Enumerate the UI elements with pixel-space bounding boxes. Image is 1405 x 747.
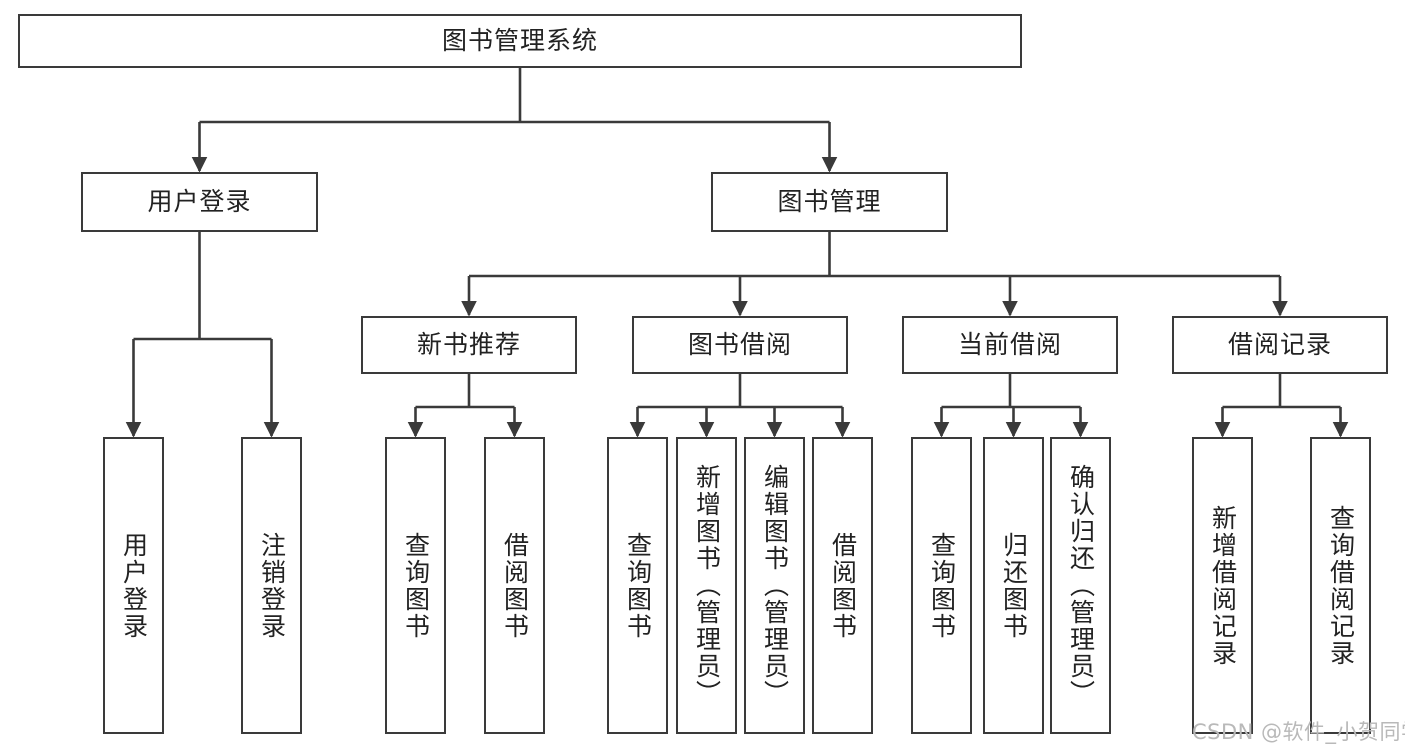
node-label-new-book-recommend: 新书推荐 bbox=[416, 330, 521, 360]
node-label-book-borrow: 图书借阅 bbox=[687, 330, 792, 360]
node-leaf-query-book-borrow[interactable]: 查询图书 bbox=[607, 437, 668, 734]
node-new-book-recommend[interactable]: 新书推荐 bbox=[361, 316, 577, 374]
node-current-borrow[interactable]: 当前借阅 bbox=[902, 316, 1118, 374]
node-label-current-borrow: 当前借阅 bbox=[957, 330, 1062, 360]
node-label-user-login: 用户登录 bbox=[147, 187, 252, 217]
node-label-leaf-confirm-return-admin: 确认归还（管理员） bbox=[1066, 464, 1096, 707]
node-leaf-confirm-return-admin[interactable]: 确认归还（管理员） bbox=[1050, 437, 1111, 734]
node-label-leaf-add-borrow-record: 新增借阅记录 bbox=[1208, 504, 1238, 667]
node-label-root: 图书管理系统 bbox=[441, 26, 598, 56]
node-leaf-add-book-admin[interactable]: 新增图书（管理员） bbox=[676, 437, 737, 734]
node-label-leaf-query-book-current: 查询图书 bbox=[927, 531, 957, 640]
node-leaf-add-borrow-record[interactable]: 新增借阅记录 bbox=[1192, 437, 1253, 734]
node-leaf-user-logout[interactable]: 注销登录 bbox=[241, 437, 302, 734]
watermark-text: CSDN @软件_小贺同学 bbox=[1192, 720, 1405, 744]
node-borrow-record[interactable]: 借阅记录 bbox=[1172, 316, 1388, 374]
node-label-leaf-borrow-book-rec: 借阅图书 bbox=[500, 531, 530, 640]
node-leaf-query-book-rec[interactable]: 查询图书 bbox=[385, 437, 446, 734]
node-label-borrow-record: 借阅记录 bbox=[1227, 330, 1332, 360]
node-user-login[interactable]: 用户登录 bbox=[81, 172, 318, 232]
node-label-leaf-query-book-borrow: 查询图书 bbox=[623, 531, 653, 640]
node-label-leaf-borrow-book: 借阅图书 bbox=[828, 531, 858, 640]
node-label-leaf-user-login: 用户登录 bbox=[119, 531, 149, 640]
node-book-borrow[interactable]: 图书借阅 bbox=[632, 316, 848, 374]
node-label-leaf-add-book-admin: 新增图书（管理员） bbox=[692, 464, 722, 707]
node-leaf-query-book-current[interactable]: 查询图书 bbox=[911, 437, 972, 734]
node-label-leaf-return-book: 归还图书 bbox=[999, 531, 1029, 640]
node-leaf-edit-book-admin[interactable]: 编辑图书（管理员） bbox=[744, 437, 805, 734]
node-leaf-query-borrow-record[interactable]: 查询借阅记录 bbox=[1310, 437, 1371, 734]
node-leaf-user-login[interactable]: 用户登录 bbox=[103, 437, 164, 734]
node-label-leaf-user-logout: 注销登录 bbox=[257, 531, 287, 640]
node-root[interactable]: 图书管理系统 bbox=[18, 14, 1022, 68]
node-leaf-return-book[interactable]: 归还图书 bbox=[983, 437, 1044, 734]
node-book-management[interactable]: 图书管理 bbox=[711, 172, 948, 232]
node-label-leaf-query-book-rec: 查询图书 bbox=[401, 531, 431, 640]
node-label-book-management: 图书管理 bbox=[777, 187, 882, 217]
node-leaf-borrow-book-rec[interactable]: 借阅图书 bbox=[484, 437, 545, 734]
node-label-leaf-edit-book-admin: 编辑图书（管理员） bbox=[760, 464, 790, 707]
node-leaf-borrow-book[interactable]: 借阅图书 bbox=[812, 437, 873, 734]
node-label-leaf-query-borrow-record: 查询借阅记录 bbox=[1326, 504, 1356, 667]
